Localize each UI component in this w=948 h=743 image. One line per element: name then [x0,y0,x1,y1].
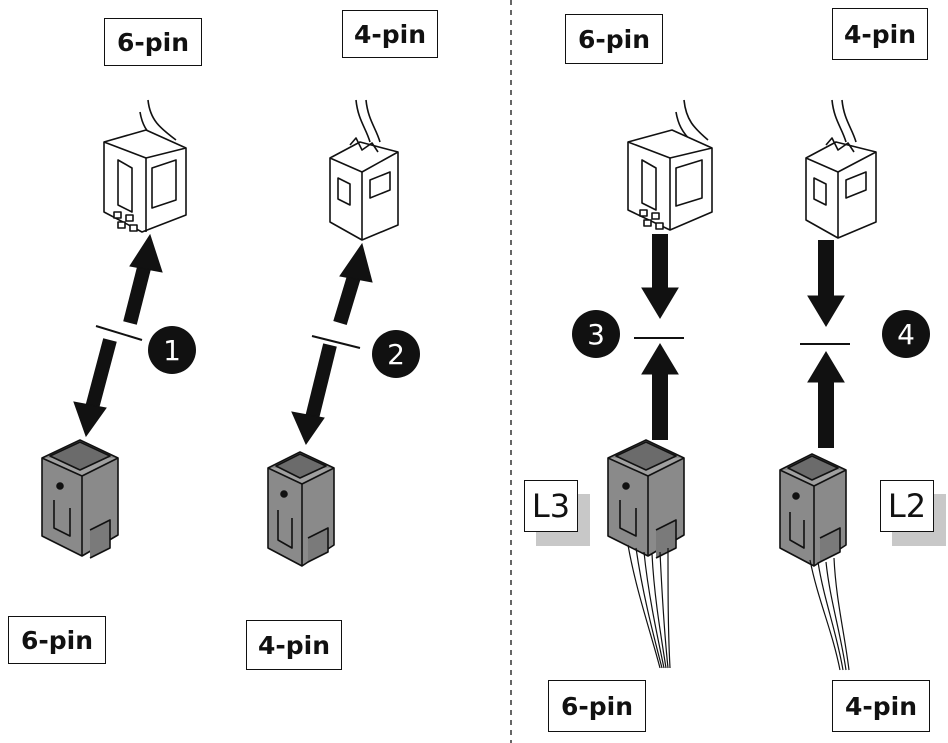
step-4-badge: 4 [882,310,930,358]
arrow-pair-2 [291,242,373,446]
step-2-badge: 2 [372,330,420,378]
label-6pin-bottom-left: 6-pin [8,616,106,664]
receptacle-6pin-left [103,99,187,233]
plug-4pin-left [267,451,335,567]
label-6pin-top-right: 6-pin [565,14,663,64]
connector-label-l2: L2 [880,480,946,546]
connector-label-l3: L3 [524,480,590,546]
receptacle-4pin-left [329,99,399,241]
label-4pin-bottom-left: 4-pin [246,620,342,670]
label-6pin-bottom-right: 6-pin [548,680,646,732]
connector-label-l3-text: L3 [524,480,578,532]
label-4pin-top-right: 4-pin [832,8,928,60]
arrow-pair-3 [634,234,684,440]
receptacle-6pin-right [627,99,713,231]
wires-6pin [627,544,671,669]
step-1-badge: 1 [148,326,196,374]
plug-4pin-right [779,453,847,567]
label-4pin-bottom-right: 4-pin [832,680,930,732]
connector-label-l2-text: L2 [880,480,934,532]
plug-6pin-left [41,439,119,559]
step-3-badge: 3 [572,310,620,358]
receptacle-4pin-right [805,99,877,239]
label-6pin-top-left: 6-pin [104,18,202,66]
label-4pin-top-left: 4-pin [342,10,438,58]
arrow-pair-1 [73,233,163,438]
arrow-pair-4 [800,240,850,448]
wires-4pin [809,557,850,671]
plug-6pin-right [607,439,685,559]
